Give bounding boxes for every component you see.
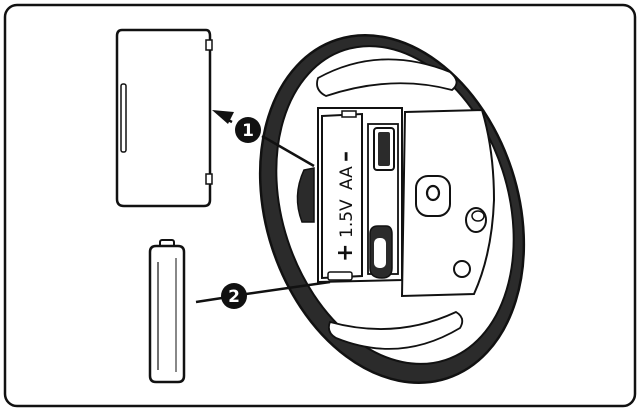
step-2-badge <box>221 283 247 309</box>
mouse-underside-icon: + 1.5V AA – <box>258 34 526 384</box>
step-2-number: 2 <box>228 287 240 307</box>
battery-plus-label: + <box>333 244 358 262</box>
battery-size-label: AA <box>337 166 357 190</box>
step-1-callout: 1 <box>212 110 315 168</box>
battery-minus-label: – <box>333 151 358 162</box>
step-1-number: 1 <box>242 121 254 141</box>
step-1-arrow-icon <box>212 110 234 124</box>
step-1-leader-line <box>261 134 315 168</box>
step-1-badge <box>235 117 261 143</box>
diagram-border <box>3 3 637 408</box>
step-2-callout: 2 <box>195 280 331 309</box>
battery-cover-icon <box>115 28 213 208</box>
step-2-leader-line <box>245 280 331 296</box>
battery-voltage-label: 1.5V <box>337 199 357 238</box>
aa-battery-icon <box>148 239 186 384</box>
